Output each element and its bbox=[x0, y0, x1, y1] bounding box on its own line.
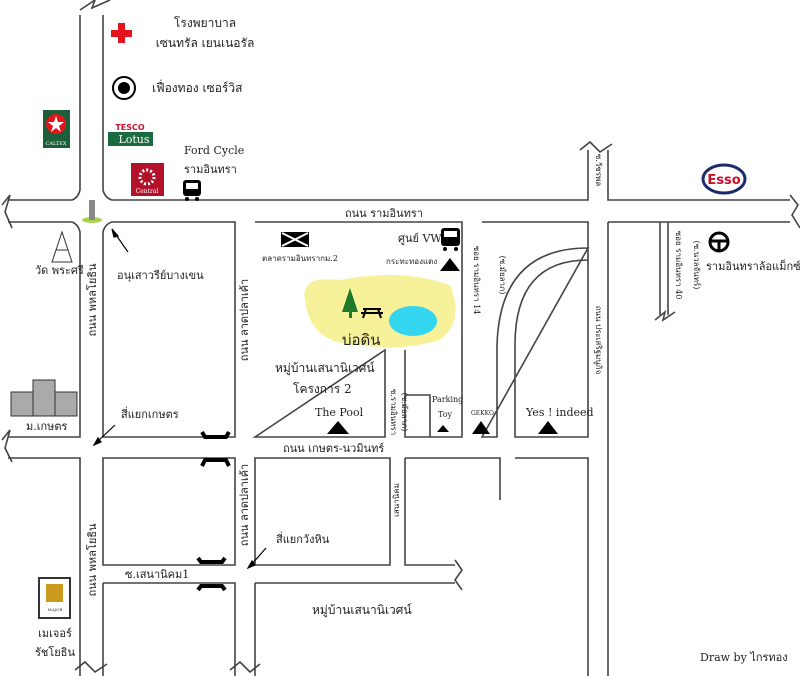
caltex-logo bbox=[43, 110, 70, 148]
esso-logo bbox=[701, 163, 747, 195]
central-label: Central bbox=[136, 188, 159, 195]
major-label-1: เมเจอร์ bbox=[38, 627, 72, 640]
major-logo-text: MAJOR bbox=[48, 607, 64, 612]
triangle-pool bbox=[327, 421, 349, 434]
hospital-label-1: โรงพยาบาล bbox=[174, 16, 236, 30]
krathing-label: กระทะทองแดง bbox=[386, 257, 437, 266]
monument-icon bbox=[82, 200, 102, 223]
road-phahonyothin: ถนน พหลโยธิน bbox=[85, 263, 99, 337]
road-soi-14-alias: (ซ.มัยลาภ) bbox=[498, 256, 507, 295]
monument-label: อนุเสาวรีย์บางเขน bbox=[117, 269, 204, 282]
triangle-krathing bbox=[440, 258, 460, 271]
central-logo bbox=[131, 163, 164, 196]
village-lower-label: หมู่บ้านเสนานิเวศน์ bbox=[312, 603, 412, 618]
temple-icon bbox=[51, 230, 73, 263]
village-label-1: หมู่บ้านเสนานิเวศน์ bbox=[275, 361, 375, 376]
fueangthong-label: เฟื่องทอง เซอร์วิส bbox=[152, 79, 243, 95]
yes-indeed-label: Yes ! indeed bbox=[525, 406, 594, 419]
market-label: ตลาดรามอินทรากม.2 bbox=[262, 254, 338, 263]
bus-icon-vw bbox=[441, 228, 460, 251]
landmark-triangles bbox=[327, 258, 558, 434]
lotus-label: Lotus bbox=[118, 133, 149, 146]
picnic-table-icon bbox=[361, 308, 383, 319]
pointer-arrows bbox=[92, 228, 267, 570]
road-soi-ramintra-14: ซอย รามอินทรา 14 bbox=[472, 246, 481, 315]
ramintra-auto-label: รามอินทราล้อแม็กซ์ bbox=[706, 259, 800, 273]
tree-icon bbox=[342, 288, 358, 318]
road-vatcharapol: ซ.วัชรพล bbox=[594, 154, 603, 186]
road-small-soi-ramintra: ซ.รามอินทรา bbox=[389, 389, 398, 435]
road-lat-pla-khao: ถนน ลาดปลาเค้า bbox=[238, 279, 251, 361]
major-logo bbox=[38, 577, 71, 619]
service-target-icon bbox=[112, 76, 136, 100]
triangle-yes-indeed bbox=[538, 421, 558, 434]
parking-label: Parking bbox=[432, 395, 463, 404]
road-kaset-nawamin: ถนน เกษตร-นวมินทร์ bbox=[283, 442, 384, 455]
kaset-univ-label: ม.เกษตร bbox=[26, 420, 68, 433]
triangle-gekko bbox=[472, 421, 490, 434]
bo-din-label: บ่อดิน bbox=[342, 331, 381, 349]
pond-icon bbox=[389, 306, 437, 336]
caltex-label: CALTEX bbox=[46, 141, 67, 147]
hospital-cross-icon bbox=[111, 23, 132, 43]
road-prasertmanukit: ถนน ประเสริฐมนูกิจ bbox=[593, 306, 603, 375]
university-building-icon bbox=[10, 379, 78, 417]
triangle-toy bbox=[437, 425, 449, 432]
road-small-soi-alias: (ซ.มัยลาภ) bbox=[400, 393, 409, 432]
esso-label: Esso bbox=[707, 173, 740, 188]
road-phahonyothin-lower: ถนน พหลโยธิน bbox=[85, 523, 99, 597]
hospital-label-2: เซนทรัล เยนเนอรัล bbox=[156, 36, 255, 50]
pool-label: The Pool bbox=[315, 406, 364, 419]
ford-label-1: Ford Cycle bbox=[184, 144, 244, 157]
village-label-2: โครงการ 2 bbox=[293, 382, 352, 396]
road-soi-senanikom-1: ซ.เสนานิคม1 bbox=[125, 568, 189, 581]
kaset-intersection-label: สี่แยกเกษตร bbox=[121, 406, 179, 421]
mail-envelope-icon bbox=[281, 232, 309, 247]
tesco-label: TESCO bbox=[115, 123, 145, 132]
credit-label: Draw by ไกรทอง bbox=[700, 651, 788, 664]
wat-label: วัด พระศรี bbox=[35, 264, 84, 277]
bus-icon bbox=[183, 180, 201, 201]
major-label-2: รัชโยธิน bbox=[35, 645, 75, 659]
gekko-label: GEKKO bbox=[471, 410, 494, 417]
road-lat-pla-khao-lower: ถนน ลาดปลาเค้า bbox=[238, 464, 251, 546]
ford-label-2: รามอินทรา bbox=[184, 163, 237, 176]
road-soi-ramintra-40: ซอย รามอินทรา 40 bbox=[674, 231, 683, 300]
vw-label: ศูนย์ VW bbox=[398, 232, 442, 245]
road-senanikom: เสนานิคม bbox=[392, 483, 401, 517]
steering-wheel-icon bbox=[708, 231, 730, 253]
bridge-icons bbox=[196, 430, 231, 592]
lotus-logo bbox=[108, 132, 153, 146]
wanghin-intersection-label: สี่แยกวังหิน bbox=[276, 531, 330, 546]
toy-label: Toy bbox=[438, 410, 453, 419]
road-ramintra: ถนน รามอินทรา bbox=[345, 207, 423, 220]
road-soi-40-alias: (ซ.นวลจันทร์) bbox=[692, 241, 702, 290]
